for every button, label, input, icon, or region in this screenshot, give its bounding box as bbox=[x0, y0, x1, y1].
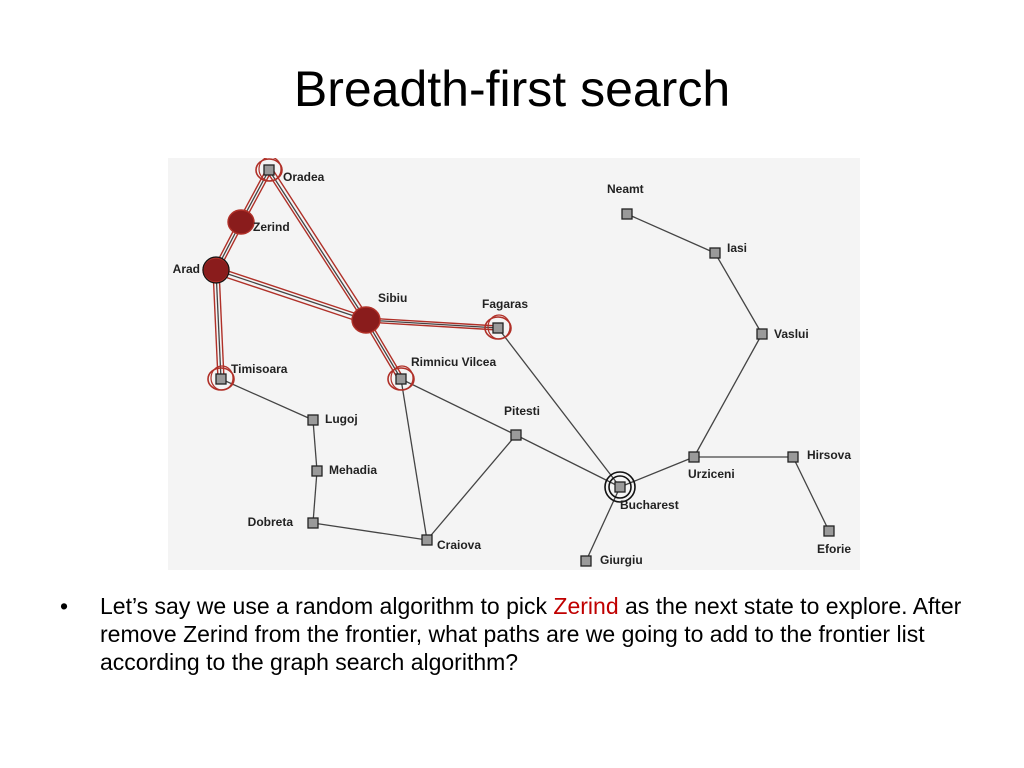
road-oradea-sibiu bbox=[268, 169, 367, 321]
explored-node-arad bbox=[202, 257, 230, 283]
annotation-stroke-arad-sibiu bbox=[215, 266, 367, 318]
bullet-icon: • bbox=[60, 593, 69, 619]
explored-node-zerind bbox=[227, 209, 255, 235]
city-node-giurgiu bbox=[580, 555, 592, 567]
road-craiova-pitesti bbox=[426, 434, 517, 541]
city-label-sibiu: Sibiu bbox=[378, 291, 407, 305]
annotation-stroke-oradea-sibiu bbox=[265, 169, 364, 321]
city-label-timisoara: Timisoara bbox=[231, 362, 288, 376]
city-node-iasi bbox=[709, 247, 721, 259]
bullet-highlight-zerind: Zerind bbox=[553, 593, 619, 619]
city-node-fagaras bbox=[492, 322, 504, 334]
road-urziceni-vaslui bbox=[693, 333, 763, 458]
city-label-pitesti: Pitesti bbox=[504, 404, 540, 418]
city-label-vaslui: Vaslui bbox=[774, 327, 809, 341]
bullet-text-after: as the next state to explore. After remo… bbox=[100, 593, 962, 676]
road-iasi-neamt bbox=[626, 213, 716, 254]
road-arad-sibiu bbox=[215, 269, 367, 321]
city-label-hirsova: Hirsova bbox=[807, 448, 851, 462]
road-dobreta-craiova bbox=[312, 522, 428, 541]
bullet-text-before: Let’s say we use a random algorithm to p… bbox=[100, 593, 554, 619]
annotation-stroke-sibiu-fagaras-2 bbox=[365, 321, 499, 331]
slide-title: Breadth-first search bbox=[293, 61, 731, 117]
road-pitesti-bucharest bbox=[515, 434, 621, 488]
annotation-circle-oradea-2 bbox=[258, 158, 282, 182]
city-label-fagaras: Fagaras bbox=[482, 297, 528, 311]
city-node-vaslui bbox=[756, 328, 768, 340]
annotation-stroke-arad-timisoara bbox=[212, 269, 219, 380]
city-node-neamt bbox=[621, 208, 633, 220]
city-label-bucharest: Bucharest bbox=[620, 498, 679, 512]
city-node-pitesti bbox=[510, 429, 522, 441]
city-label-rimnicu: Rimnicu Vilcea bbox=[411, 355, 496, 369]
city-label-urziceni: Urziceni bbox=[688, 467, 735, 481]
city-node-craiova bbox=[421, 534, 433, 546]
city-label-arad: Arad bbox=[173, 262, 200, 276]
bucharest-goal-ring-2 bbox=[608, 475, 632, 499]
city-node-dobreta bbox=[307, 517, 319, 529]
annotation-circle-fagaras-2 bbox=[487, 314, 511, 340]
road-bucharest-urziceni bbox=[619, 456, 695, 488]
city-node-mehadia bbox=[311, 465, 323, 477]
city-label-eforie: Eforie bbox=[817, 542, 851, 556]
city-label-iasi: Iasi bbox=[727, 241, 747, 255]
road-hirsova-eforie bbox=[792, 456, 830, 532]
city-node-hirsova bbox=[787, 451, 799, 463]
road-lugoj-mehadia bbox=[312, 419, 318, 472]
city-label-giurgiu: Giurgiu bbox=[600, 553, 643, 567]
bullet-item: • Let’s say we use a random algorithm to… bbox=[60, 592, 980, 676]
annotation-stroke-oradea-sibiu-2 bbox=[272, 169, 371, 321]
bucharest-goal-ring-1 bbox=[604, 471, 636, 503]
city-label-craiova: Craiova bbox=[437, 538, 481, 552]
road-rimnicu-craiova bbox=[400, 378, 428, 541]
road-timisoara-lugoj bbox=[220, 378, 314, 421]
city-node-eforie bbox=[823, 525, 835, 537]
annotation-circle-timisoara-2 bbox=[210, 365, 234, 391]
city-label-lugoj: Lugoj bbox=[325, 412, 358, 426]
annotation-stroke-sibiu-fagaras bbox=[365, 317, 499, 327]
city-label-mehadia: Mehadia bbox=[329, 463, 377, 477]
city-label-dobreta: Dobreta bbox=[248, 515, 294, 529]
city-node-oradea bbox=[263, 164, 275, 176]
city-node-urziceni bbox=[688, 451, 700, 463]
city-node-lugoj bbox=[307, 414, 319, 426]
arad-start-ring bbox=[202, 256, 230, 284]
road-vaslui-iasi bbox=[714, 252, 763, 335]
annotation-circle-rimnicu-2 bbox=[390, 365, 414, 391]
city-label-oradea: Oradea bbox=[283, 170, 325, 184]
road-rimnicu-pitesti bbox=[400, 378, 517, 436]
city-node-timisoara bbox=[215, 373, 227, 385]
road-fagaras-bucharest bbox=[497, 327, 621, 488]
annotation-stroke-arad-sibiu-2 bbox=[215, 273, 367, 325]
annotation-stroke-arad-timisoara-2 bbox=[218, 269, 225, 380]
city-label-neamt: Neamt bbox=[607, 182, 644, 196]
city-label-zerind: Zerind bbox=[253, 220, 290, 234]
bullet-list: • Let’s say we use a random algorithm to… bbox=[60, 592, 980, 676]
explored-node-sibiu bbox=[351, 306, 381, 334]
road-sibiu-fagaras bbox=[365, 319, 499, 329]
city-node-bucharest bbox=[614, 481, 626, 493]
road-arad-timisoara bbox=[215, 269, 222, 380]
road-bucharest-giurgiu bbox=[585, 486, 621, 562]
road-mehadia-dobreta bbox=[312, 470, 318, 524]
city-node-rimnicu bbox=[395, 373, 407, 385]
